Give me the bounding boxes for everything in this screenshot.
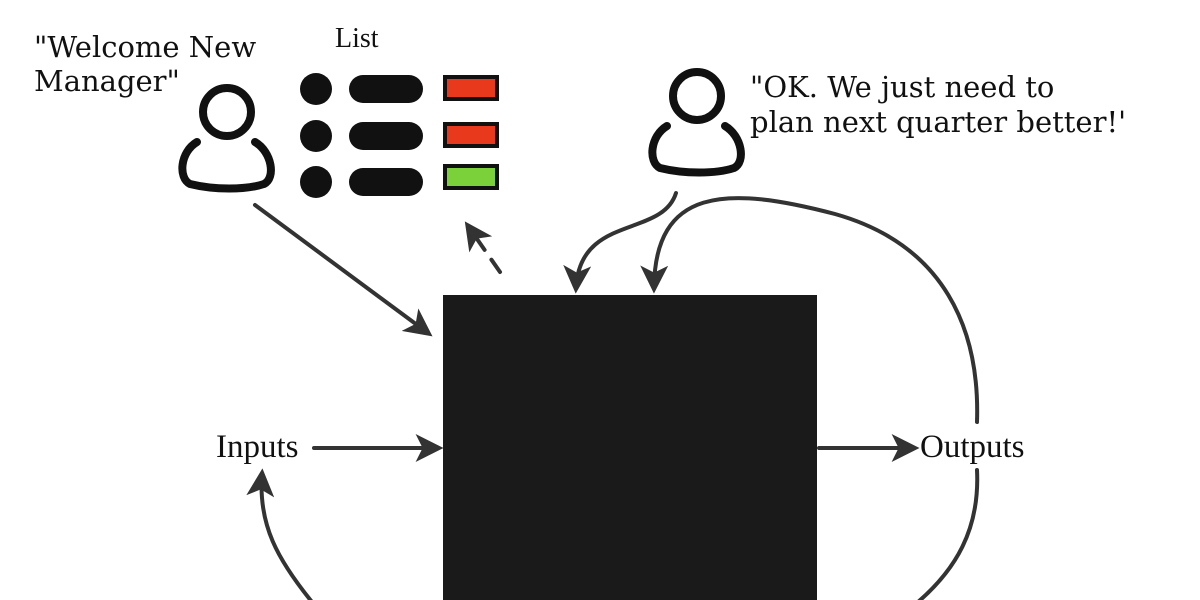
inputs-label: Inputs — [216, 429, 299, 465]
list-dashed-arrow — [464, 221, 502, 274]
manager-person-icon — [178, 84, 275, 193]
bullet-icon — [300, 120, 332, 152]
status-red-badge — [443, 122, 499, 148]
outputs-loop-curve — [917, 468, 980, 600]
list-line — [349, 122, 423, 150]
manager-arrow — [253, 203, 433, 337]
outputs-label: Outputs — [920, 429, 1025, 465]
bullet-icon — [300, 166, 332, 198]
list-line — [349, 168, 423, 196]
list-item — [300, 73, 499, 105]
bullet-icon — [300, 73, 332, 105]
list-item — [300, 164, 499, 198]
planner-person-icon — [648, 68, 745, 177]
status-red-badge — [443, 75, 499, 101]
planner-arrow — [563, 191, 678, 294]
feedback-arrow-to-inputs — [246, 468, 313, 600]
status-green-badge — [443, 164, 499, 190]
list-line — [349, 75, 423, 103]
list-icon — [300, 73, 499, 198]
list-title: List — [335, 23, 379, 54]
planner-quote: "OK. We just need to plan next quarter b… — [750, 70, 1127, 140]
list-item — [300, 120, 499, 152]
manager-quote: "Welcome New Manager" — [34, 30, 257, 99]
black-box — [443, 295, 817, 600]
feedback-arrow-to-box — [640, 196, 980, 424]
